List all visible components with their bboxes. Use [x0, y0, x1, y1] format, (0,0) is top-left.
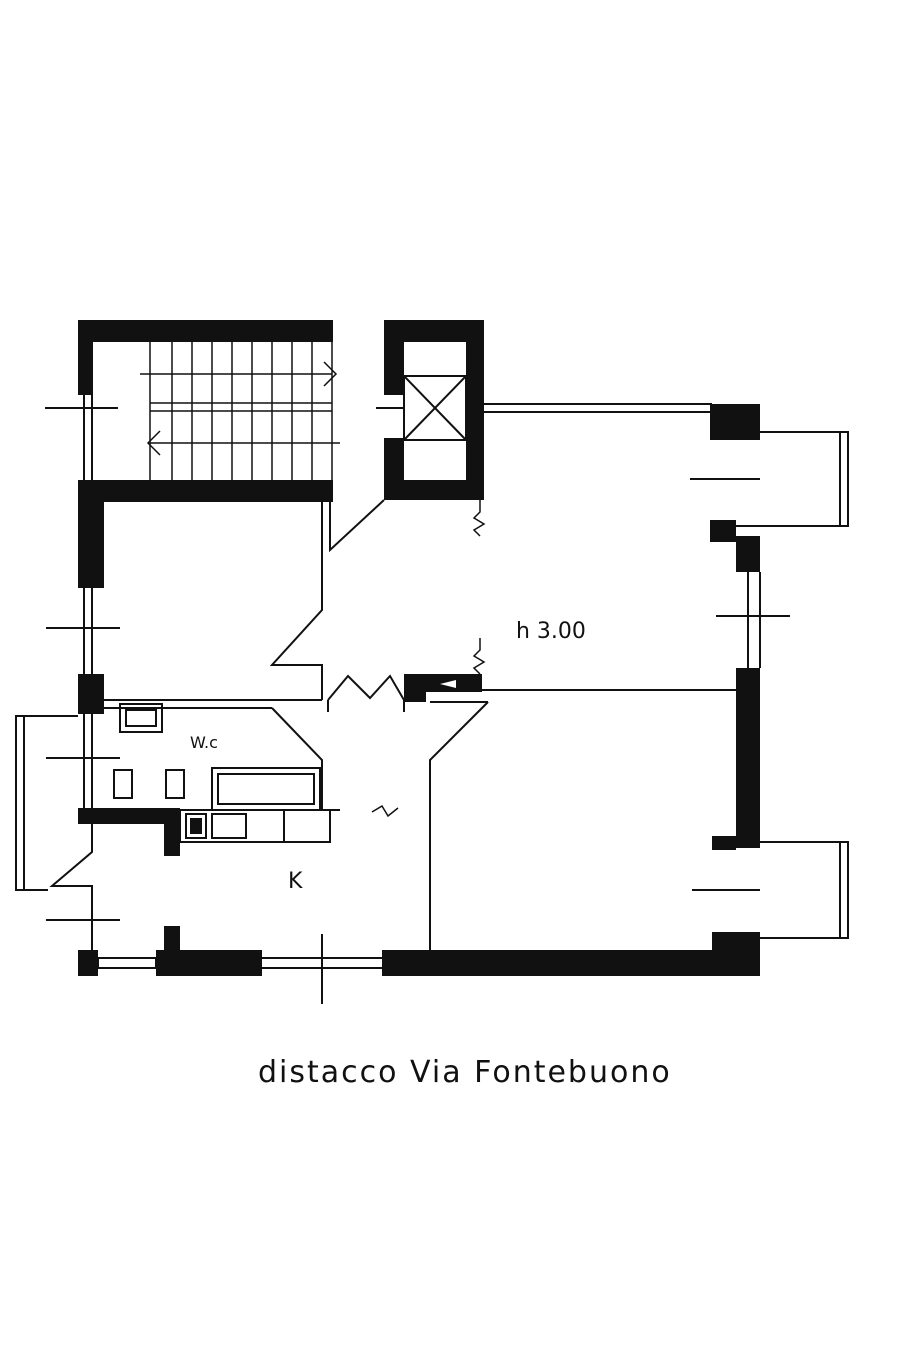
hallway	[269, 499, 740, 950]
living-room	[472, 403, 849, 675]
stair-steps	[140, 342, 340, 480]
kitchen	[46, 809, 331, 950]
elevator-shaft	[376, 320, 484, 500]
wc-label: W.c	[190, 733, 218, 752]
wc	[15, 703, 323, 891]
ceiling-height-label: h 3.00	[516, 619, 586, 644]
kitchen-label: K	[288, 869, 303, 894]
balcony-east-upper	[690, 431, 849, 527]
balcony-east-lower	[692, 841, 849, 939]
bedroom	[692, 668, 849, 976]
stairwell	[45, 320, 340, 502]
bottom-wall	[78, 934, 760, 1004]
plan-caption: distacco Via Fontebuono	[258, 1055, 672, 1090]
left-room	[46, 480, 322, 714]
